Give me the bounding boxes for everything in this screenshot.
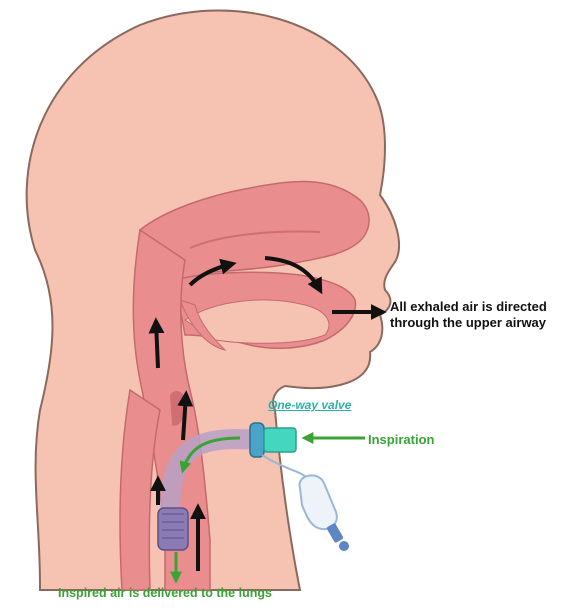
inspiration-label: Inspiration [368, 432, 434, 447]
pilot-valve-cap [339, 541, 349, 551]
one-way-valve [264, 428, 296, 452]
lungs-label: Inspired air is delivered to the lungs [58, 586, 272, 600]
neck-flange [250, 423, 264, 457]
exhaled-air-line2: through the upper airway [390, 315, 547, 331]
exhaled-air-line1: All exhaled air is directed [390, 299, 547, 315]
exhaled-air-label: All exhaled air is directed through the … [390, 299, 547, 331]
one-way-valve-label: One-way valve [268, 398, 351, 412]
pilot-balloon [300, 475, 337, 529]
exhaled-arrow-4 [156, 322, 158, 368]
